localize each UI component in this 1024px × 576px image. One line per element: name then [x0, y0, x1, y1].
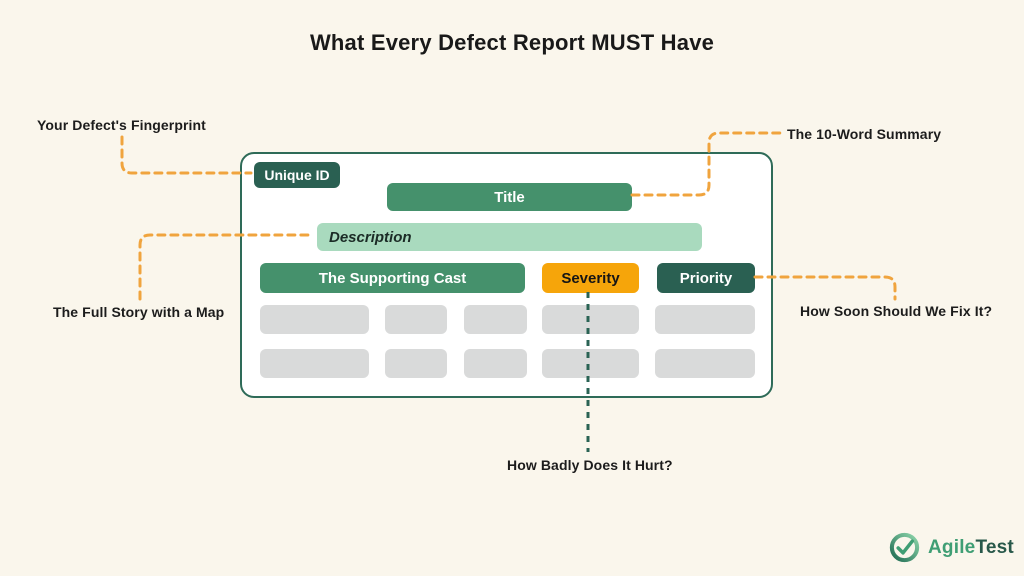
- placeholder-block: [385, 305, 447, 334]
- annotation-how-soon: How Soon Should We Fix It?: [800, 303, 993, 319]
- annotation-full-story: The Full Story with a Map: [53, 304, 225, 320]
- placeholder-block: [655, 305, 755, 334]
- placeholder-block: [542, 305, 639, 334]
- annotation-how-badly: How Badly Does It Hurt?: [507, 457, 673, 473]
- agiletest-logo: AgileTest: [888, 531, 1014, 564]
- placeholder-block: [542, 349, 639, 378]
- page-title: What Every Defect Report MUST Have: [309, 30, 715, 55]
- annotation-summary: The 10-Word Summary: [787, 126, 942, 142]
- placeholder-block: [260, 305, 369, 334]
- placeholder-block: [260, 349, 369, 378]
- placeholder-block: [385, 349, 447, 378]
- unique-id-badge: Unique ID: [254, 162, 340, 188]
- logo-text-test: Test: [975, 536, 1014, 558]
- priority-field: Priority: [657, 263, 755, 293]
- description-field: Description: [317, 223, 702, 251]
- title-field: Title: [387, 183, 632, 211]
- connector-priority-to-howsoon: [753, 275, 897, 301]
- placeholder-block: [464, 349, 527, 378]
- logo-text-agile: Agile: [928, 536, 976, 558]
- severity-field: Severity: [542, 263, 639, 293]
- defect-report-card: Unique ID Title Description The Supporti…: [240, 152, 773, 398]
- supporting-cast-field: The Supporting Cast: [260, 263, 525, 293]
- connector-fingerprint-to-unique-id: [120, 135, 253, 175]
- logo-wordmark: AgileTest: [928, 537, 1014, 559]
- annotation-fingerprint: Your Defect's Fingerprint: [37, 117, 206, 133]
- placeholder-block: [655, 349, 755, 378]
- check-circle-icon: [889, 532, 920, 563]
- placeholder-block: [464, 305, 527, 334]
